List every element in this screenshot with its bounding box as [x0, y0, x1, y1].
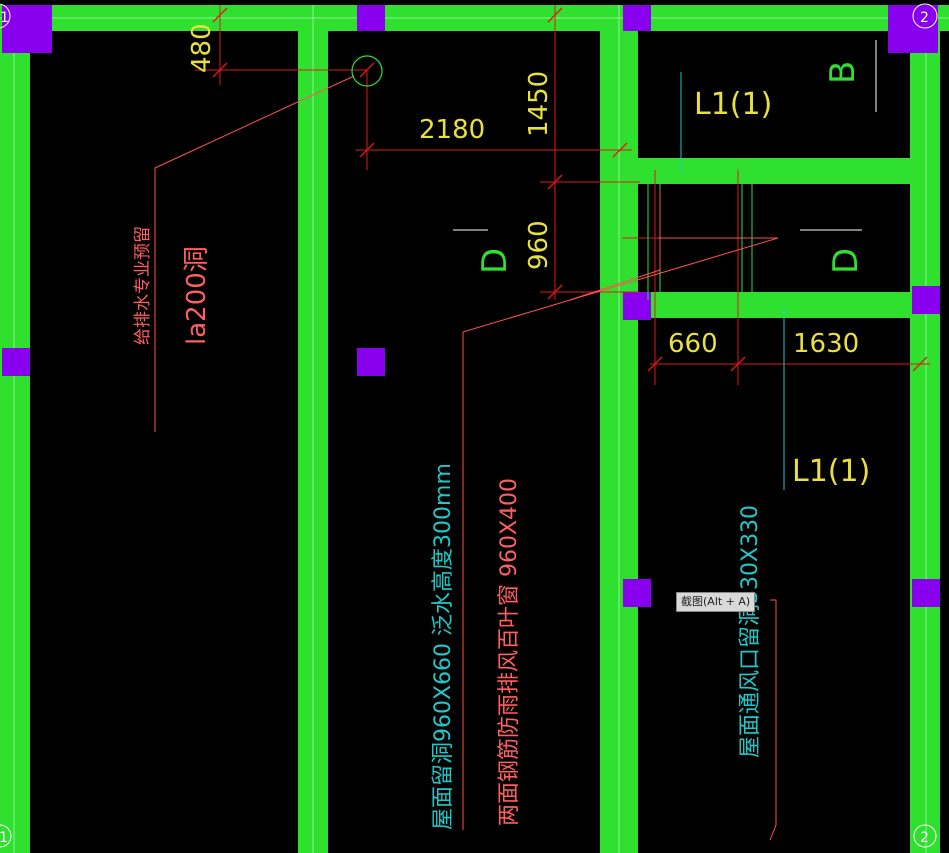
dim-480: 480 [187, 23, 217, 73]
dimension-tick [212, 7, 228, 23]
beam-label-lower[interactable]: L1(1) [792, 454, 870, 489]
structural-column [623, 579, 651, 607]
wall-segment [0, 5, 30, 853]
dimension-tick [612, 142, 628, 158]
dim-1630: 1630 [793, 329, 859, 359]
dim-1450: 1450 [524, 71, 554, 137]
room-label-d-right: D [826, 248, 866, 274]
note-plumbing[interactable]: 给排水专业预留 [133, 226, 153, 345]
wall-segment [600, 292, 940, 318]
leader-lines [154, 40, 877, 841]
screenshot-tooltip: 截图(Alt + A) [676, 592, 756, 612]
grid-marker-bottom-left-label: 1 [0, 830, 8, 846]
structural-column [623, 292, 651, 320]
structural-column [2, 348, 30, 376]
dim-2180: 2180 [419, 115, 485, 145]
walls [0, 5, 949, 853]
structural-column [623, 5, 651, 31]
grid-marker-top-left-label: 1 [0, 10, 9, 26]
dimension-tick [359, 62, 375, 78]
structural-column [357, 5, 385, 31]
grid-marker-top-left [0, 3, 11, 29]
dimension-tick [547, 284, 563, 300]
leader-duct [569, 190, 661, 301]
note-hole[interactable]: la200洞 [182, 246, 212, 345]
leader-vent [769, 599, 777, 841]
structural-column [912, 286, 940, 314]
structural-column [357, 348, 385, 376]
note-opening-cyan[interactable]: 屋面留洞960X660 泛水高度300mm [431, 463, 456, 830]
leader-plumbing [154, 75, 355, 432]
wall-segment [600, 158, 940, 184]
dimension-tick [912, 356, 928, 372]
structural-column [2, 5, 52, 53]
wall-segment [910, 5, 940, 853]
columns [2, 5, 940, 607]
dimension-lines [195, 5, 930, 385]
dimension-tick [730, 356, 746, 372]
dimension-tick [547, 174, 563, 190]
dim-960: 960 [524, 220, 554, 270]
structural-column [888, 5, 938, 53]
note-louver[interactable]: 两面钢筋防雨排风百叶窗 960X400 [497, 478, 522, 826]
dimension-tick [212, 62, 228, 78]
dimension-texts: 480 1450 2180 960 660 1630 [187, 23, 859, 359]
note-vent[interactable]: 屋面通风口留洞330X330 [738, 505, 763, 758]
grid-marker-bottom-right-label: 2 [920, 830, 929, 846]
dim-660: 660 [668, 329, 718, 359]
room-label-d-left: D [475, 248, 515, 274]
dimension-tick [359, 142, 375, 158]
grid-marker-bottom-left [0, 824, 12, 848]
dimension-tick [547, 7, 563, 23]
structural-column [912, 579, 940, 607]
leader-louver-top [462, 237, 779, 333]
grid-marker-bottom-right [913, 824, 937, 848]
grid-marker-top-right-label: 2 [920, 10, 929, 26]
room-label-b: B [823, 61, 863, 84]
beam-label-upper[interactable]: L1(1) [694, 87, 772, 122]
grid-marker-top-right [912, 3, 938, 29]
grid-markers: 1 2 1 2 [0, 3, 938, 848]
dimension-tick [647, 356, 663, 372]
drain-hole-symbol[interactable] [351, 55, 383, 87]
